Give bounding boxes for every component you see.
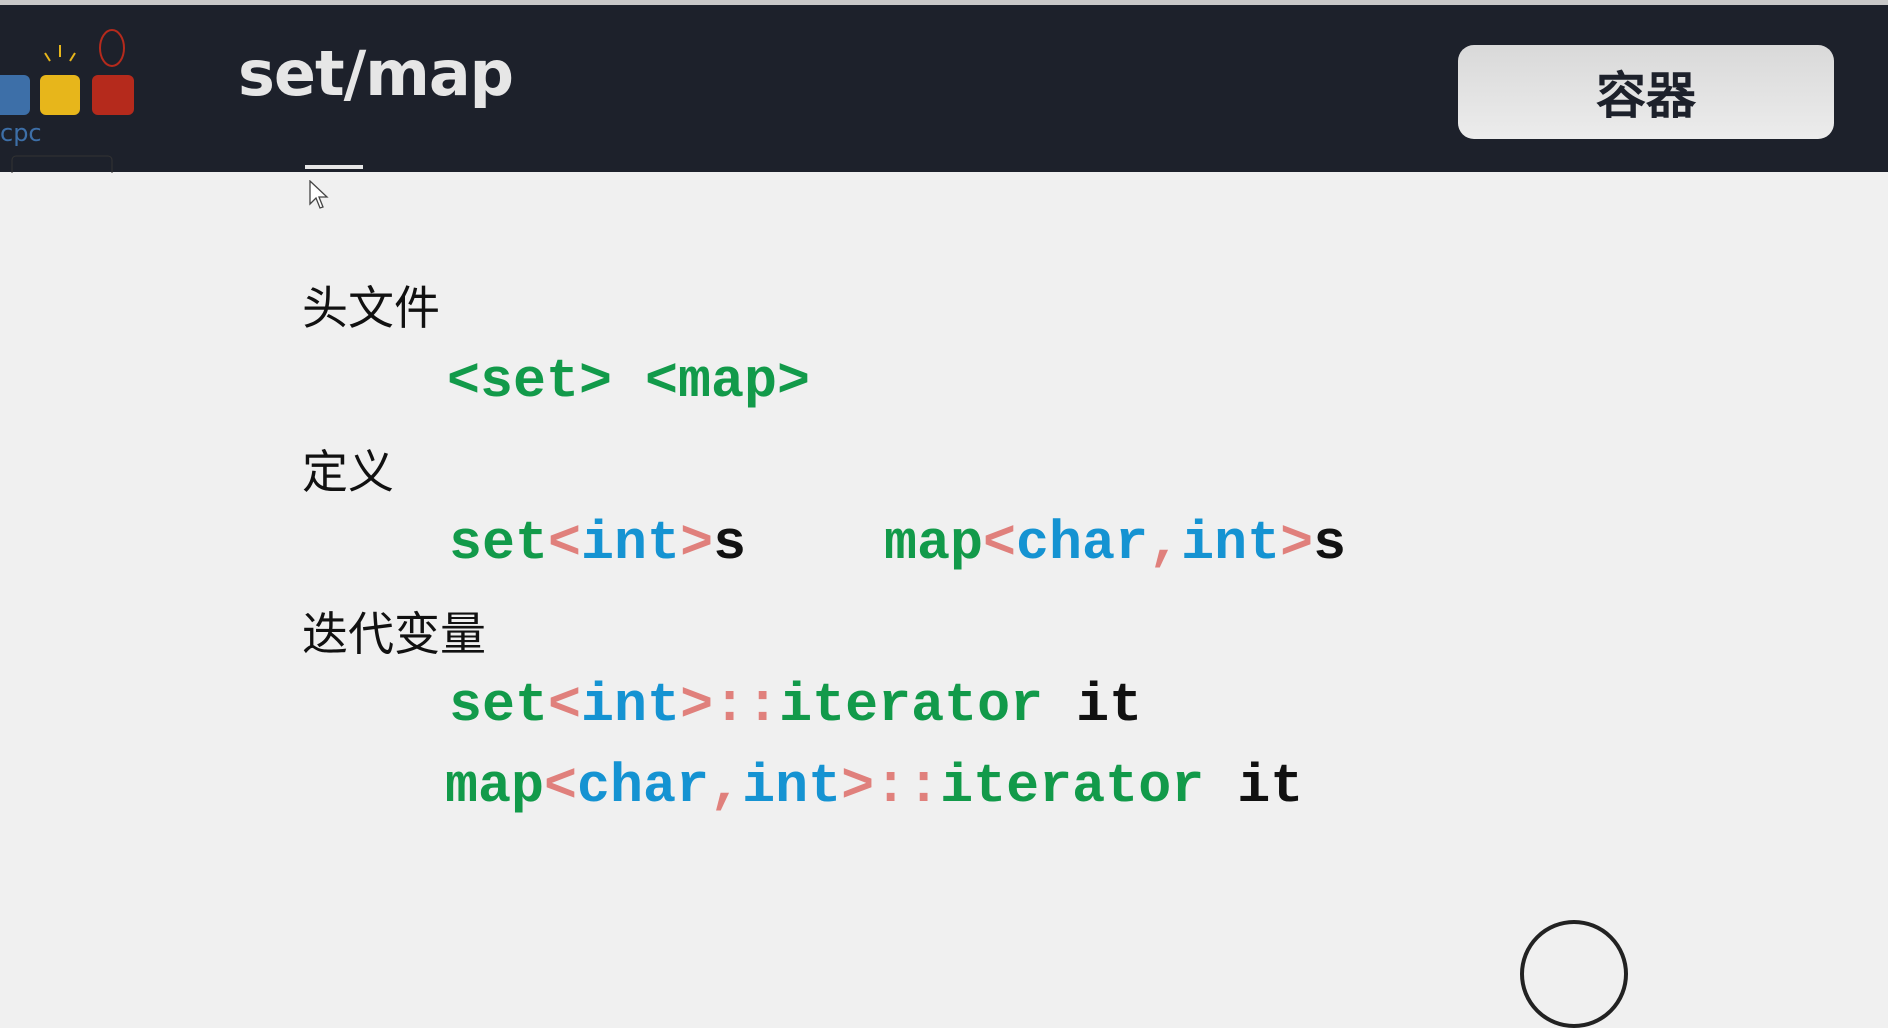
slide-header: cpc set/map 容器 <box>0 5 1888 173</box>
title-underline <box>305 165 363 169</box>
code-token-bracket: , <box>1148 512 1182 575</box>
code-token-plain: it <box>1204 755 1304 818</box>
code-token-bracket: > <box>1280 512 1314 575</box>
code-token-plain: it <box>1043 674 1143 737</box>
code-line-set-iterator: set<int>::iterator it <box>449 674 1142 737</box>
code-token-plain: s <box>713 512 747 575</box>
code-token-plain: s <box>1313 512 1347 575</box>
code-token-bracket: > <box>680 512 714 575</box>
code-token-type: char <box>1016 512 1149 575</box>
code-line-map-definition: map<char,int>s <box>884 512 1346 575</box>
code-token-bracket: < <box>544 755 578 818</box>
code-token-keyword: set <box>449 512 549 575</box>
code-token-type: int <box>581 512 681 575</box>
code-token-keyword: map <box>884 512 984 575</box>
code-token-type: char <box>577 755 710 818</box>
code-token-bracket: >:: <box>680 674 780 737</box>
code-token-type: int <box>742 755 842 818</box>
slide-title: set/map <box>238 37 514 110</box>
section-heading-iterator: 迭代变量 <box>302 607 486 661</box>
section-heading-header-files: 头文件 <box>302 281 440 335</box>
code-token-bracket: < <box>548 512 582 575</box>
code-line-map-iterator: map<char,int>::iterator it <box>445 755 1303 818</box>
code-token-keyword: iterator <box>940 755 1205 818</box>
code-token-type: int <box>581 674 681 737</box>
university-seal-icon <box>1520 920 1628 1028</box>
code-token-keyword: set <box>449 674 549 737</box>
section-heading-definition: 定义 <box>302 445 394 499</box>
code-line-set-definition: set<int>s <box>449 512 746 575</box>
code-token-type: int <box>1181 512 1281 575</box>
code-token-keyword: map <box>445 755 545 818</box>
svg-text:cpc: cpc <box>0 119 42 147</box>
code-token-bracket: , <box>709 755 743 818</box>
code-token-bracket: < <box>548 674 582 737</box>
code-token-bracket: >:: <box>841 755 941 818</box>
code-token-bracket: < <box>983 512 1017 575</box>
mouse-cursor-icon <box>309 180 329 209</box>
icpc-logo: cpc <box>0 29 134 173</box>
code-line-includes: <set> <map> <box>447 350 810 413</box>
code-token-keyword: iterator <box>779 674 1044 737</box>
window-top-strip <box>0 0 1888 5</box>
code-token-keyword: <set> <map> <box>447 350 811 413</box>
topic-badge: 容器 <box>1458 45 1834 139</box>
